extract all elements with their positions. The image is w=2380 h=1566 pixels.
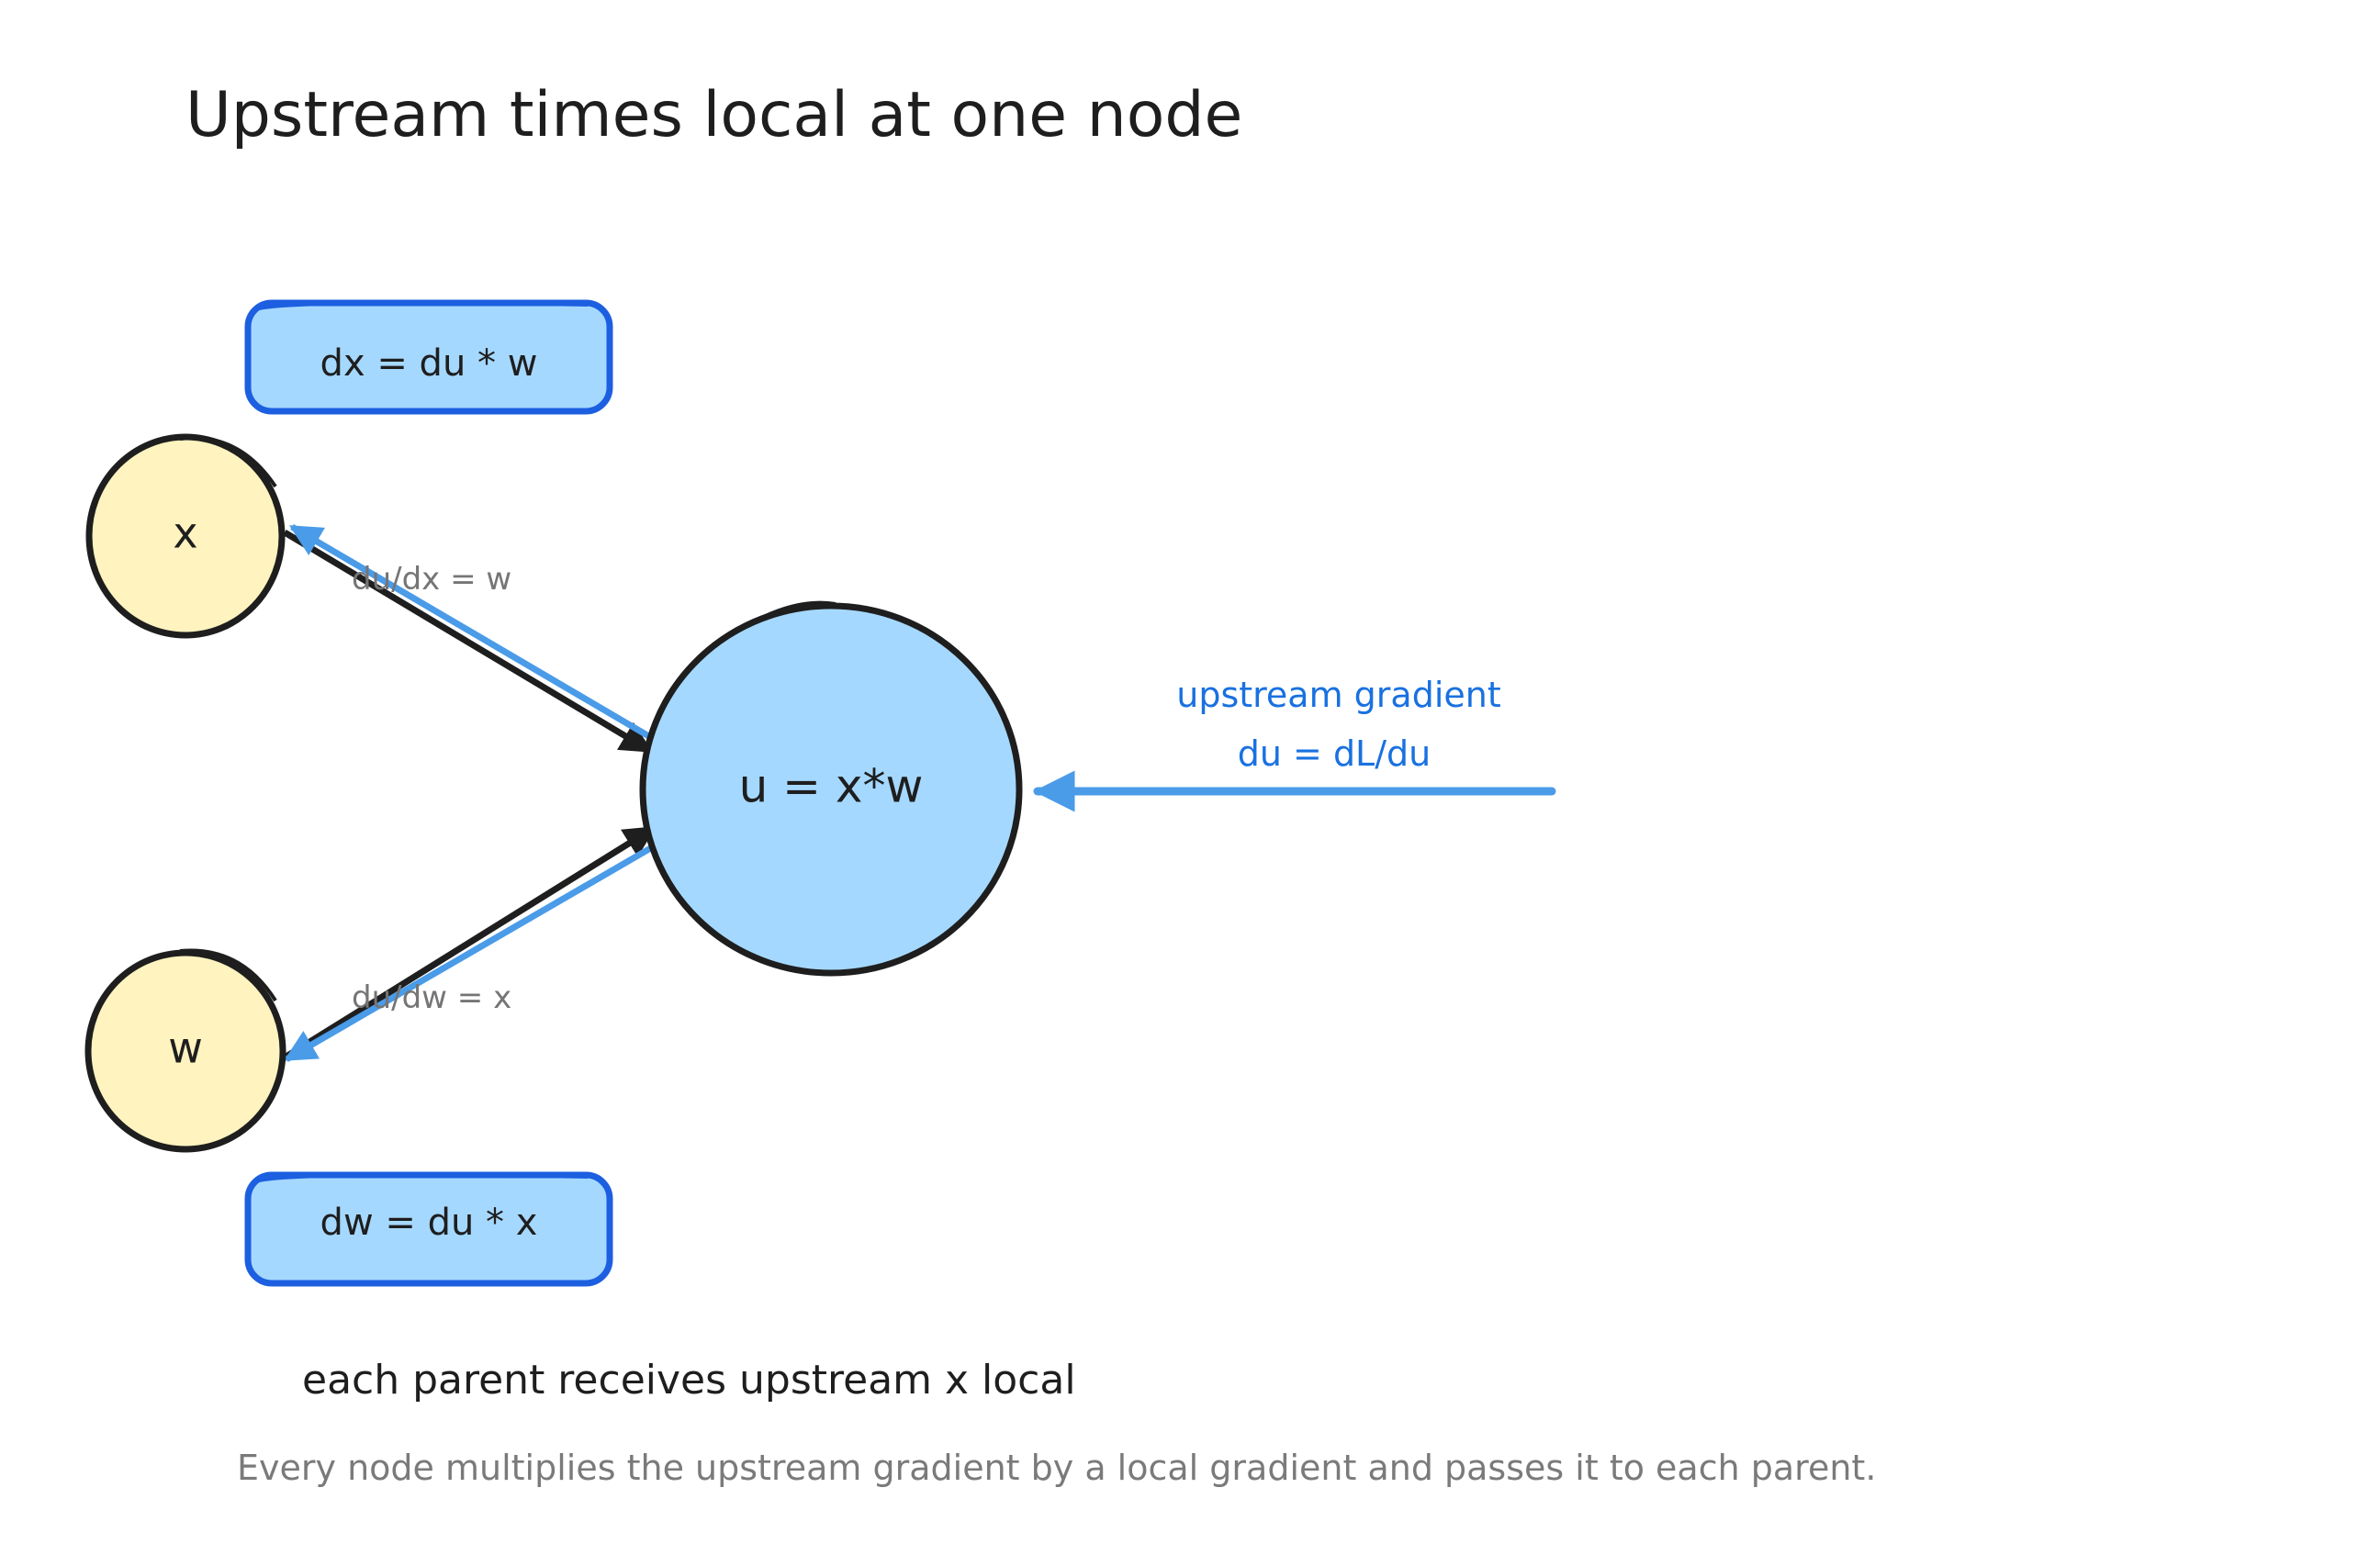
node-x[interactable]: x [85,433,286,639]
node-u-sketch-stroke [733,600,836,635]
node-u[interactable]: u = x*w [639,600,1023,977]
forward-edge-x-to-u [283,529,654,755]
edge-label-du-dw: du/dw = x [352,979,511,1016]
node-x-sketch-stroke [179,436,277,488]
summary-text: each parent receives upstream x local [302,1357,1076,1404]
node-u-circle [639,602,1023,977]
gradient-box-dw-sketch-stroke [253,1173,589,1184]
node-u-label: u = x*w [739,760,924,813]
node-w-label: w [168,1023,203,1073]
node-w-sketch-stroke [179,948,277,1002]
gradient-edge-u-to-w [283,843,656,1063]
upstream-gradient-label: upstream gradient [1176,675,1501,715]
gradient-box-dx-label: dx = du * w [320,342,538,385]
page-title: Upstream times local at one node [185,79,1242,151]
node-w[interactable]: w [84,948,286,1153]
node-w-circle [84,949,286,1153]
gradient-box-dx[interactable]: dx = du * w [244,299,613,415]
upstream-gradient-formula: du = dL/du [1238,733,1431,774]
caption-text: Every node multiplies the upstream gradi… [237,1448,1876,1488]
gradient-box-dw-label: dw = du * x [320,1202,538,1244]
gradient-edge-u-to-x [288,523,654,742]
edge-label-du-dx: du/dx = w [352,561,511,598]
forward-edge-w-to-u [283,825,657,1060]
gradient-box-dx-sketch-stroke [253,301,589,312]
node-x-label: x [173,509,197,558]
gradient-box-dw[interactable]: dw = du * x [244,1171,613,1287]
